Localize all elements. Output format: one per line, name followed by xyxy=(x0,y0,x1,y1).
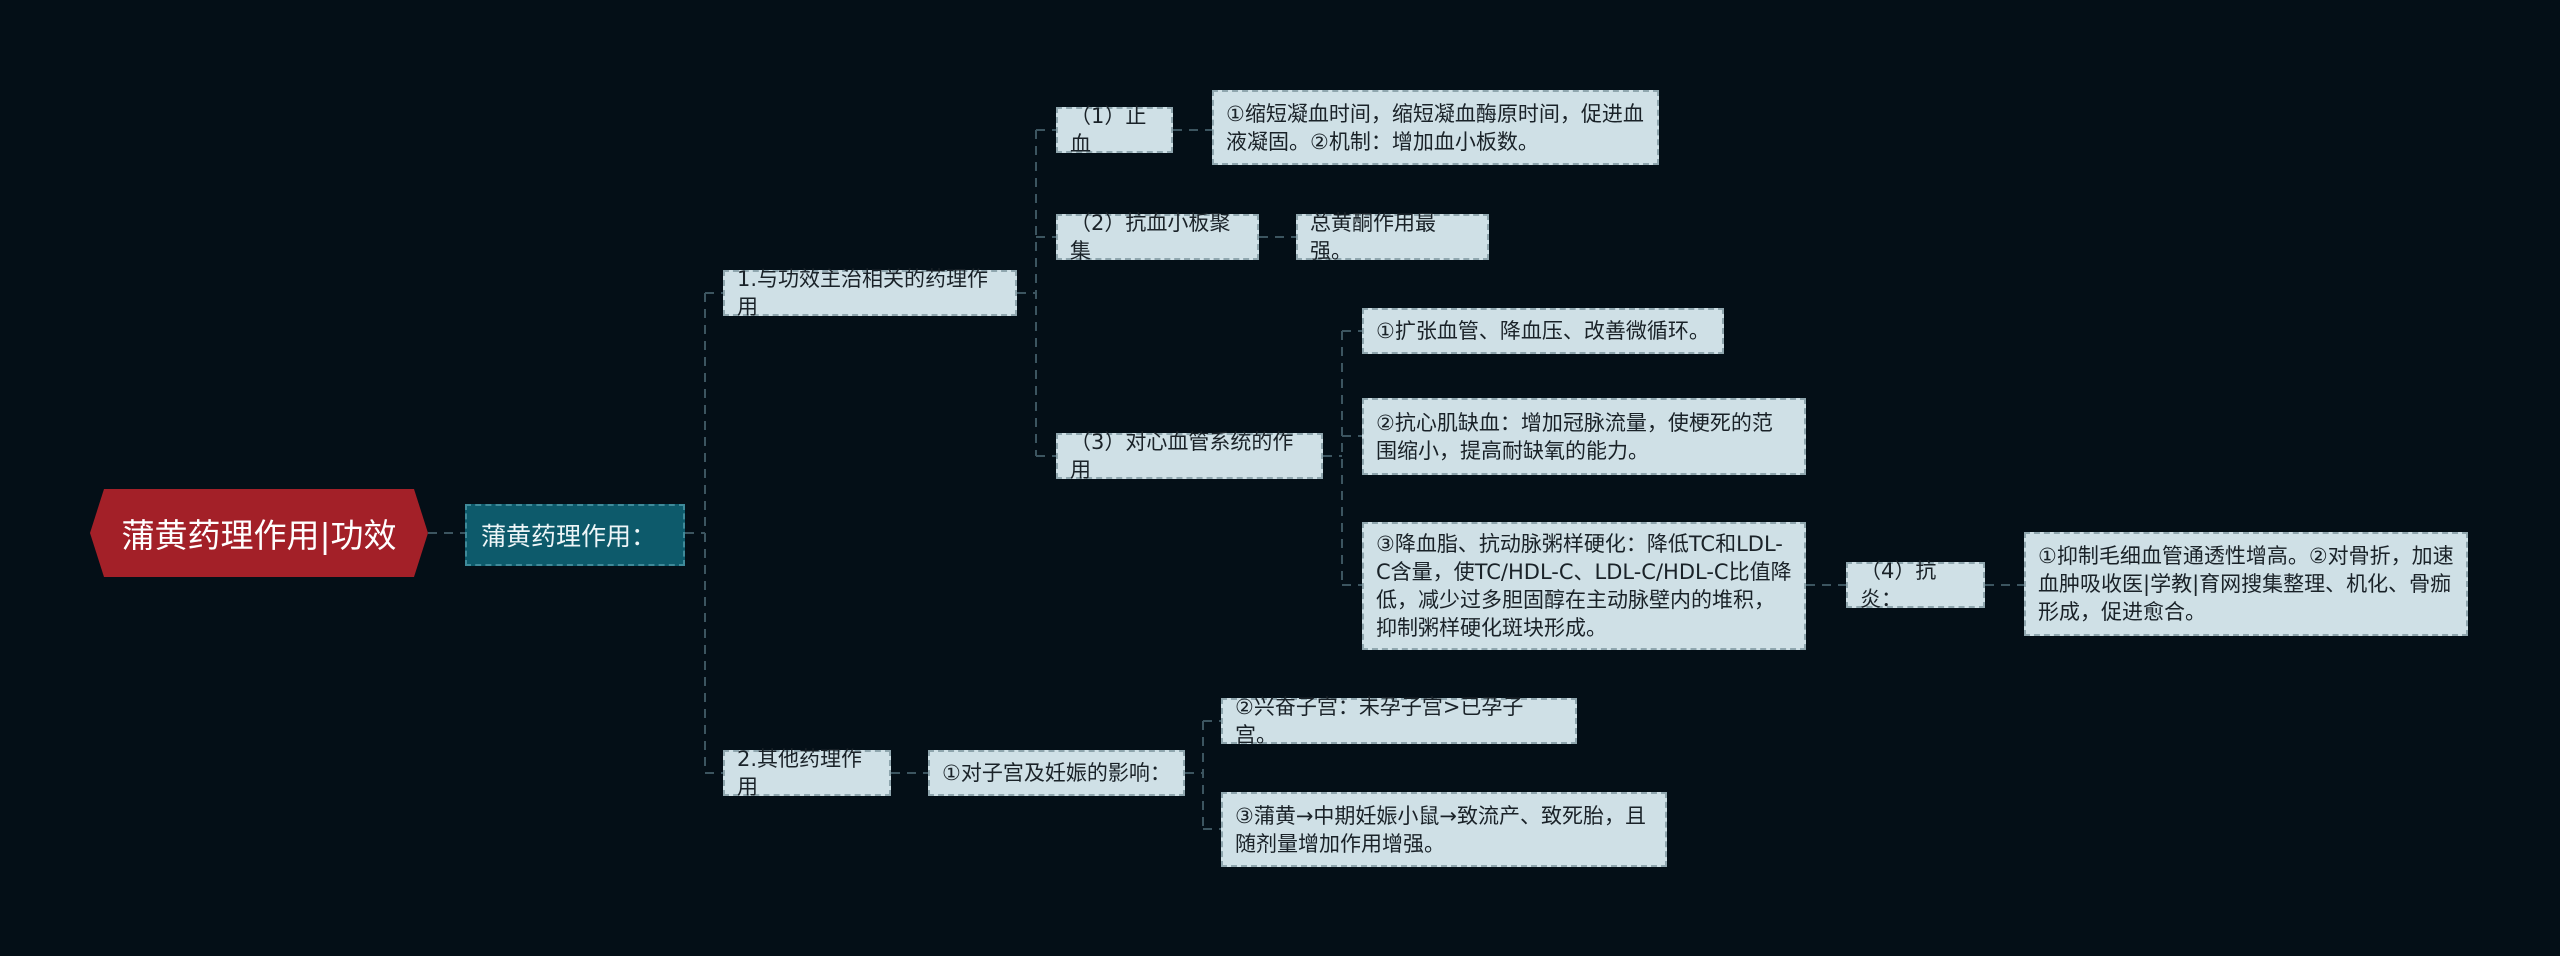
anti-inflammatory-node[interactable]: （4）抗炎： xyxy=(1846,559,1985,611)
uterus-label: ①对子宫及妊娠的影响： xyxy=(942,761,1171,785)
root-label: 蒲黄药理作用|功效 xyxy=(121,516,397,555)
antiplatelet-detail-text: 总黄酮作用最强。 xyxy=(1310,211,1436,263)
uterus-item1-text: ②兴奋子宫：未孕子宫>已孕子宫。 xyxy=(1235,695,1524,747)
branch1-label: 1.与功效主治相关的药理作用 xyxy=(737,267,989,319)
cardio-label: （3）对心血管系统的作用 xyxy=(1070,430,1294,482)
anti-inflammatory-detail-text: ①抑制毛细血管通透性增高。②对骨折，加速血肿吸收医|学教|育网搜集整理、机化、骨… xyxy=(2038,544,2454,624)
uterus-node[interactable]: ①对子宫及妊娠的影响： xyxy=(928,750,1185,796)
cardio-item1-node[interactable]: ①扩张血管、降血压、改善微循环。 xyxy=(1362,308,1724,354)
root-node[interactable]: 蒲黄药理作用|功效 xyxy=(90,489,428,577)
main-topic-label: 蒲黄药理作用： xyxy=(481,522,657,551)
branch2-node[interactable]: 2.其他药理作用 xyxy=(723,747,891,799)
uterus-item2-text: ③蒲黄→中期妊娠小鼠→致流产、致死胎，且随剂量增加作用增强。 xyxy=(1235,803,1647,856)
branch1-node[interactable]: 1.与功效主治相关的药理作用 xyxy=(723,267,1017,319)
cardio-item2-node[interactable]: ②抗心肌缺血：增加冠脉流量，使梗死的范围缩小，提高耐缺氧的能力。 xyxy=(1362,398,1806,475)
hemostasis-node[interactable]: （1）止血 xyxy=(1056,104,1173,156)
anti-inflammatory-label: （4）抗炎： xyxy=(1860,559,1937,611)
uterus-item1-node[interactable]: ②兴奋子宫：未孕子宫>已孕子宫。 xyxy=(1221,695,1577,747)
antiplatelet-label: （2）抗血小板聚集 xyxy=(1070,211,1231,263)
cardio-item2-text: ②抗心肌缺血：增加冠脉流量，使梗死的范围缩小，提高耐缺氧的能力。 xyxy=(1376,410,1773,463)
cardio-item3-text: ③降血脂、抗动脉粥样硬化：降低TC和LDL-C含量，使TC/HDL-C、LDL-… xyxy=(1376,532,1792,640)
cardio-item1-text: ①扩张血管、降血压、改善微循环。 xyxy=(1376,319,1710,343)
branch2-label: 2.其他药理作用 xyxy=(737,747,863,799)
anti-inflammatory-detail-node[interactable]: ①抑制毛细血管通透性增高。②对骨折，加速血肿吸收医|学教|育网搜集整理、机化、骨… xyxy=(2024,532,2468,636)
main-topic-node[interactable]: 蒲黄药理作用： xyxy=(465,504,685,566)
hemostasis-label: （1）止血 xyxy=(1070,104,1147,156)
antiplatelet-detail-node[interactable]: 总黄酮作用最强。 xyxy=(1296,211,1489,263)
antiplatelet-node[interactable]: （2）抗血小板聚集 xyxy=(1056,211,1259,263)
cardio-item3-node[interactable]: ③降血脂、抗动脉粥样硬化：降低TC和LDL-C含量，使TC/HDL-C、LDL-… xyxy=(1362,522,1806,650)
uterus-item2-node[interactable]: ③蒲黄→中期妊娠小鼠→致流产、致死胎，且随剂量增加作用增强。 xyxy=(1221,792,1667,867)
hemostasis-detail-node[interactable]: ①缩短凝血时间，缩短凝血酶原时间，促进血液凝固。②机制：增加血小板数。 xyxy=(1212,90,1659,165)
cardio-node[interactable]: （3）对心血管系统的作用 xyxy=(1056,430,1323,482)
hemostasis-detail-text: ①缩短凝血时间，缩短凝血酶原时间，促进血液凝固。②机制：增加血小板数。 xyxy=(1226,101,1644,154)
